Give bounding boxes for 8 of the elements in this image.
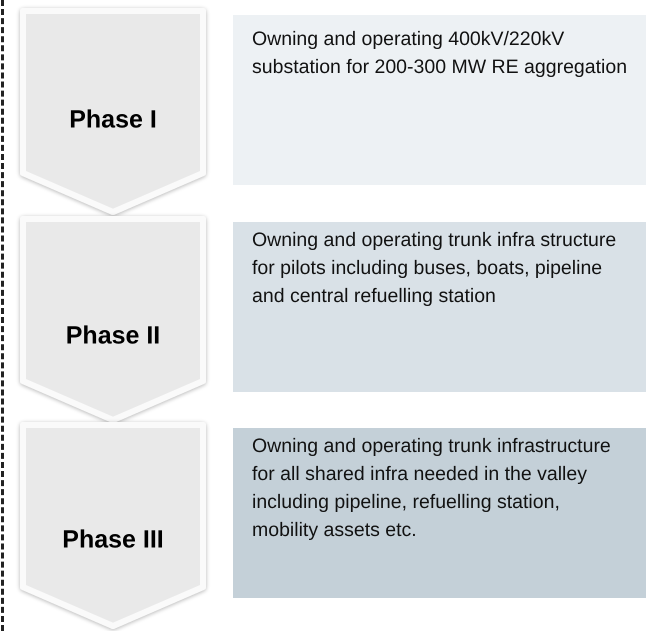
description-text: Owning and operating trunk infrastructure for all shared infra needed in the valley including pipeline, refuelling station, mobility assets etc. bbox=[252, 434, 612, 543]
description-text: Owning and operating 400kV/220kV substation for 200-300 MW RE aggregation bbox=[252, 27, 628, 80]
phase-label: Phase III bbox=[61, 526, 165, 554]
description-panel bbox=[233, 428, 646, 598]
description-panel bbox=[233, 222, 646, 392]
description-text: Owning and operating trunk infra structure for pilots including buses, boats, pipeline and central refuelling station bbox=[252, 228, 618, 309]
phase-label: Phase I bbox=[68, 106, 158, 134]
phase-label: Phase II bbox=[64, 322, 162, 350]
